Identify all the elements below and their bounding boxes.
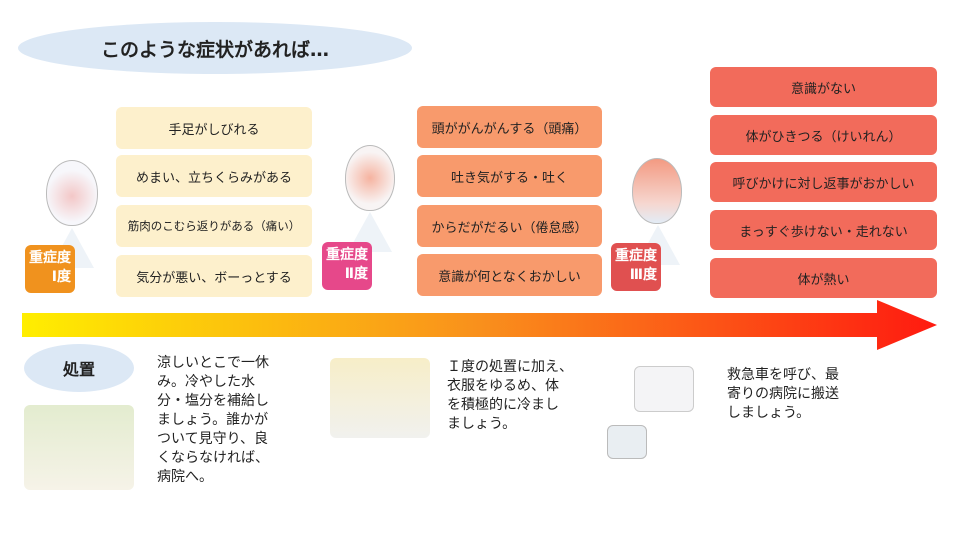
symptom-text: 体がひきつる（けいれん） — [745, 129, 902, 145]
title-banner: このような症状があれば… — [18, 22, 412, 74]
symptom-text: からだがだるい（倦怠感） — [431, 220, 588, 236]
severity-badge-level3: 重症度 Ⅲ度 — [611, 243, 661, 291]
badge-level: Ⅰ度 — [51, 269, 71, 285]
symptom-box: 呼びかけに対し返事がおかしい — [710, 162, 937, 202]
symptom-text: 呼びかけに対し返事がおかしい — [732, 176, 915, 192]
treatment-text-level3: 救急車を呼び、最 寄りの病院に搬送 しましょう。 — [727, 367, 839, 421]
symptom-text: まっすぐ歩けない・走れない — [739, 224, 908, 240]
symptom-box: 吐き気がする・吐く — [417, 155, 602, 197]
page-title: このような症状があれば… — [100, 38, 329, 61]
symptom-text: 手足がしびれる — [168, 122, 260, 138]
cooling-under-tent-illustration — [330, 358, 430, 438]
badge-text: 重症度 — [615, 248, 657, 264]
badge-text: 重症度 — [326, 247, 368, 263]
treatment-text-level1: 涼しいとこで一休 み。冷やした水 分・塩分を補給し ましょう。誰かが ついて見守… — [157, 355, 269, 485]
symptom-text: 頭ががんがんする（頭痛） — [431, 121, 588, 137]
symptom-box: 手足がしびれる — [116, 107, 312, 149]
symptom-box: 体がひきつる（けいれん） — [710, 115, 937, 155]
symptom-box: まっすぐ歩けない・走れない — [710, 210, 937, 250]
symptom-box: 気分が悪い、ボーっとする — [116, 255, 312, 297]
symptom-text: 体が熱い — [797, 272, 850, 288]
badge-level: Ⅱ度 — [344, 266, 368, 282]
symptom-text: 吐き気がする・吐く — [450, 170, 568, 186]
symptom-text: 意識がない — [790, 81, 856, 97]
symptom-box: 頭ががんがんする（頭痛） — [417, 106, 602, 148]
hospital-illustration — [607, 425, 647, 459]
symptom-box: 意識が何となくおかしい — [417, 254, 602, 296]
ambulance-illustration — [634, 366, 694, 412]
treatment-label: 処置 — [24, 344, 134, 392]
symptom-text: 意識が何となくおかしい — [438, 269, 581, 285]
treatment-label-text: 処置 — [62, 360, 95, 379]
severity-badge-level1: 重症度 Ⅰ度 — [25, 245, 75, 293]
character-level1-illustration — [46, 160, 98, 226]
symptom-text: めまい、立ちくらみがある — [135, 170, 292, 186]
severity-arrow — [22, 300, 937, 350]
severity-badge-level2: 重症度 Ⅱ度 — [322, 242, 372, 290]
symptom-text: 筋肉のこむら返りがある（痛い） — [127, 219, 301, 233]
symptom-box: 筋肉のこむら返りがある（痛い） — [116, 205, 312, 247]
symptom-text: 気分が悪い、ボーっとする — [136, 270, 292, 286]
symptom-box: 意識がない — [710, 67, 937, 107]
treatment-text-level2: Ｉ度の処置に加え、 衣服をゆるめ、体 を積極的に冷まし ましょう。 — [447, 359, 573, 432]
character-level3-illustration — [632, 158, 682, 224]
symptom-box: 体が熱い — [710, 258, 937, 298]
symptom-box: めまい、立ちくらみがある — [116, 155, 312, 197]
badge-level: Ⅲ度 — [629, 267, 657, 283]
character-level2-illustration — [345, 145, 395, 211]
symptom-box: からだがだるい（倦怠感） — [417, 205, 602, 247]
badge-text: 重症度 — [29, 250, 71, 266]
resting-in-shade-illustration — [24, 405, 134, 490]
